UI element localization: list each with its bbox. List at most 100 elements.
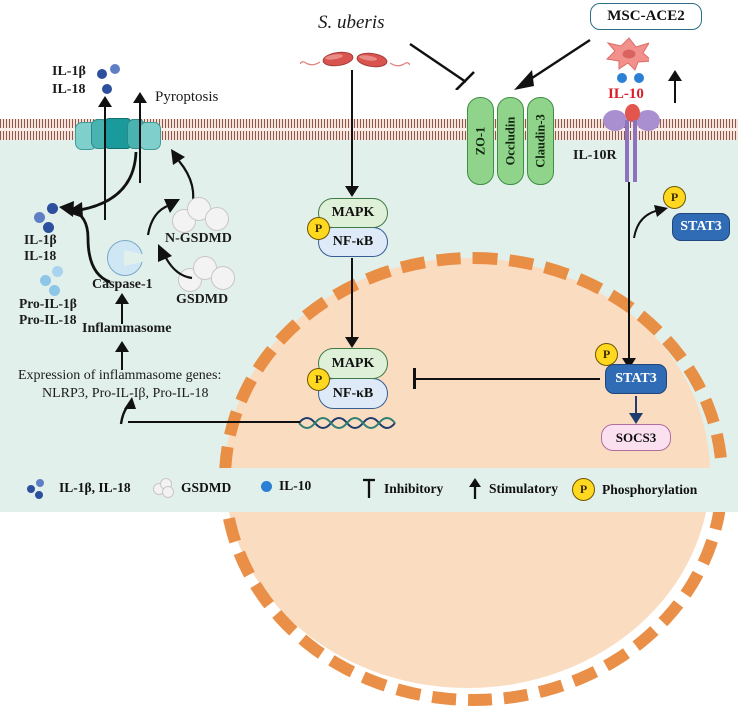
gsdmd-icon (178, 256, 240, 292)
il10-receptor-icon (603, 102, 663, 182)
legend-item-gsdmd: GSDMD (152, 478, 231, 498)
cytokine-dot-icon (47, 203, 58, 214)
stat3-inhibits-nfkb-line (414, 378, 600, 381)
pro-cytokine-label-2: Pro-IL-18 (19, 312, 77, 327)
il10r-to-stat3-arrow (628, 182, 631, 362)
legend-item-stimulatory: Stimulatory (468, 478, 558, 499)
phospho-label: P (314, 221, 323, 235)
legend-label: IL-10 (279, 478, 312, 493)
mapk-translocation-arrowhead (345, 337, 359, 348)
inflammasome-to-caspase-arrowhead (115, 293, 129, 304)
genes-to-inflammasome-arrowhead (115, 341, 129, 352)
phospho-badge-nfkb-nucleus: P (307, 368, 330, 391)
cytokine-secretion-arrow (104, 105, 107, 220)
legend: IL-1β, IL-18 GSDMD IL-10 Inhibitory (0, 468, 738, 512)
cytokine-dot-icon (102, 84, 112, 94)
pyroptosis-label: Pyroptosis (155, 89, 219, 105)
stimulatory-icon (469, 478, 481, 499)
legend-label: Stimulatory (489, 480, 558, 496)
gene-expression-label-2: NLRP3, Pro-IL-Iβ, Pro-IL-18 (42, 386, 209, 401)
pro-cytokine-label-1: Pro-IL-1β (19, 296, 77, 311)
pro-cytokine-dot-icon (40, 275, 51, 286)
phosphorylation-icon: P (572, 478, 595, 501)
pathogen-label: S. uberis (318, 12, 385, 33)
pyroptosis-arrowhead (133, 92, 147, 103)
msc-to-tj-arrow (514, 38, 591, 90)
phospho-badge-stat3-cytoplasm: P (663, 186, 686, 209)
stat3-to-socs3-arrow (635, 396, 638, 416)
mature-cytokine-label-1: IL-1β (24, 232, 57, 247)
transcription-arrow-line (128, 421, 300, 424)
stat3-nucleus-box: STAT3 (605, 364, 667, 394)
mapk-cytoplasm-box: MAPK (318, 198, 388, 228)
il10-dot-icon (634, 73, 644, 83)
msc-ace2-label: MSC-ACE2 (607, 8, 685, 24)
stat3-label: STAT3 (615, 371, 657, 386)
il10-dot-icon (617, 73, 627, 83)
n-gsdmd-label: N-GSDMD (165, 231, 232, 246)
gsdmd-label: GSDMD (176, 292, 229, 307)
il10r-label: IL-10R (573, 148, 617, 163)
il10-label: IL-10 (608, 86, 644, 102)
phospho-badge-nfkb-cytoplasm: P (307, 217, 330, 240)
nfkb-label: NF-κB (332, 385, 374, 401)
gene-expression-label-1: Expression of inflammasome genes: (18, 368, 222, 383)
socs3-label: SOCS3 (615, 429, 657, 445)
gsdmd-cleavage-arrow (158, 244, 193, 280)
nfkb-cytoplasm-box: NF-κB (318, 227, 388, 257)
legend-label: Phosphorylation (602, 481, 698, 497)
tight-junction-zo-1: ZO-1 (467, 97, 494, 185)
bacteria-icon (300, 51, 410, 68)
cytokine-dots-icon (26, 478, 52, 499)
suberis-inhibits-tj-arrow (409, 43, 475, 90)
caspase-to-ngsdmd-arrow (146, 199, 180, 236)
mapk-label: MAPK (331, 205, 375, 220)
msc-ace2-box[interactable]: MSC-ACE2 (590, 3, 702, 30)
legend-item-inhibitory: Inhibitory (361, 478, 443, 499)
nfkb-label: NF-κB (332, 234, 374, 249)
released-cytokine-label-2: IL-18 (52, 82, 86, 97)
pathway-figure: ZO-1 Occludin Claudin-3 S. uberis MSC-AC… (0, 0, 738, 512)
il10r-to-stat3-arrowhead (622, 358, 636, 369)
membrane-core (0, 128, 738, 131)
stat3-to-socs3-arrowhead (629, 413, 643, 424)
legend-label: IL-1β, IL-18 (59, 480, 131, 495)
inhibitory-icon (363, 478, 375, 498)
il10-increase-arrowhead (668, 70, 682, 81)
stat3-cytoplasm-box: STAT3 (672, 213, 730, 241)
tight-junction-claudin-3: Claudin-3 (527, 97, 554, 185)
mature-cytokine-label-2: IL-18 (24, 248, 57, 263)
caspase-1-label: Caspase-1 (92, 277, 153, 292)
phospho-label: P (670, 190, 679, 204)
genes-to-inflammasome-arrow (121, 350, 124, 370)
plasma-membrane (0, 118, 738, 142)
phospho-label: P (602, 347, 611, 361)
phospho-label: P (314, 372, 323, 386)
suberis-to-mapk-arrowhead (345, 186, 359, 197)
tight-junction-occludin: Occludin (497, 97, 524, 185)
pyroptosis-arrow (139, 101, 142, 183)
pro-cytokine-dot-icon (52, 266, 63, 277)
legend-item-il10: IL-10 (261, 478, 311, 494)
transcription-arrowhead (119, 397, 136, 425)
released-cytokine-label-1: IL-1β (52, 64, 86, 79)
cytokine-dot-icon (34, 212, 45, 223)
caspase-1-icon (107, 240, 143, 276)
cytokine-dot-icon (97, 69, 107, 79)
cytokine-secretion-arrowhead (98, 96, 112, 107)
tight-junction-label: ZO-1 (473, 126, 487, 156)
mapk-translocation-arrow (351, 258, 354, 340)
stat3-label: STAT3 (680, 219, 722, 234)
gsdmd-pore-icon (75, 118, 161, 150)
il10-increase-arrow (674, 79, 677, 103)
stat3-inhibits-nfkb-bar (413, 368, 416, 389)
legend-item-phosphorylation: P Phosphorylation (572, 478, 697, 501)
cytokine-dot-icon (110, 64, 120, 74)
inflammasome-to-caspase-arrow (121, 302, 124, 324)
pro-cytokine-dot-icon (49, 285, 60, 296)
inflammasome-label: Inflammasome (82, 321, 172, 336)
stat3-activation-arrow (633, 205, 668, 239)
socs3-box: SOCS3 (601, 424, 671, 451)
n-gsdmd-icon (172, 197, 234, 233)
cytokine-dot-icon (43, 222, 54, 233)
